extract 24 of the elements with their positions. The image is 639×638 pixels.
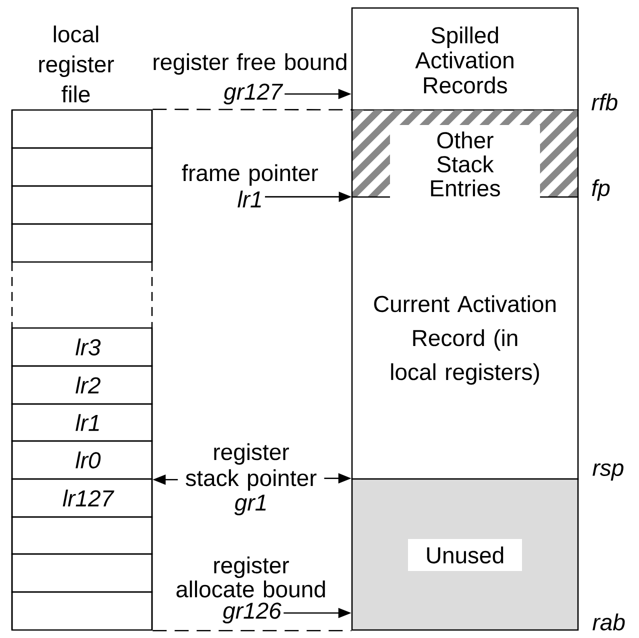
connector-line bbox=[152, 108, 352, 110]
unused-block: Unused bbox=[351, 478, 579, 631]
register-cell bbox=[11, 591, 153, 631]
register-cell: lr0 bbox=[11, 440, 153, 480]
register-cell bbox=[11, 147, 153, 187]
pointer-label: frame pointer lr1 bbox=[182, 164, 318, 208]
pointer-label: register allocate bound gr126 bbox=[176, 556, 325, 624]
register-cell bbox=[11, 223, 153, 263]
register-cell bbox=[11, 516, 153, 555]
pointer-name: rsp bbox=[592, 463, 624, 481]
stack-block: Spilled Activation Records bbox=[351, 7, 579, 111]
pointer-label: register stack pointer gr1 bbox=[186, 443, 316, 516]
register-cell bbox=[11, 553, 153, 593]
pointer-name: rfb bbox=[592, 94, 618, 110]
register-cell: lr2 bbox=[11, 365, 153, 405]
register-cell: lr3 bbox=[11, 327, 153, 367]
connector-line bbox=[152, 630, 352, 632]
register-cell bbox=[11, 109, 153, 149]
register-cell: lr127 bbox=[11, 478, 153, 518]
pointer-name: fp bbox=[592, 179, 610, 201]
register-cell bbox=[11, 185, 153, 225]
pointer-label: register free bound gr127 bbox=[154, 53, 346, 104]
register-cell: lr1 bbox=[11, 403, 153, 442]
stack-block: Other Stack Entries bbox=[351, 110, 579, 198]
